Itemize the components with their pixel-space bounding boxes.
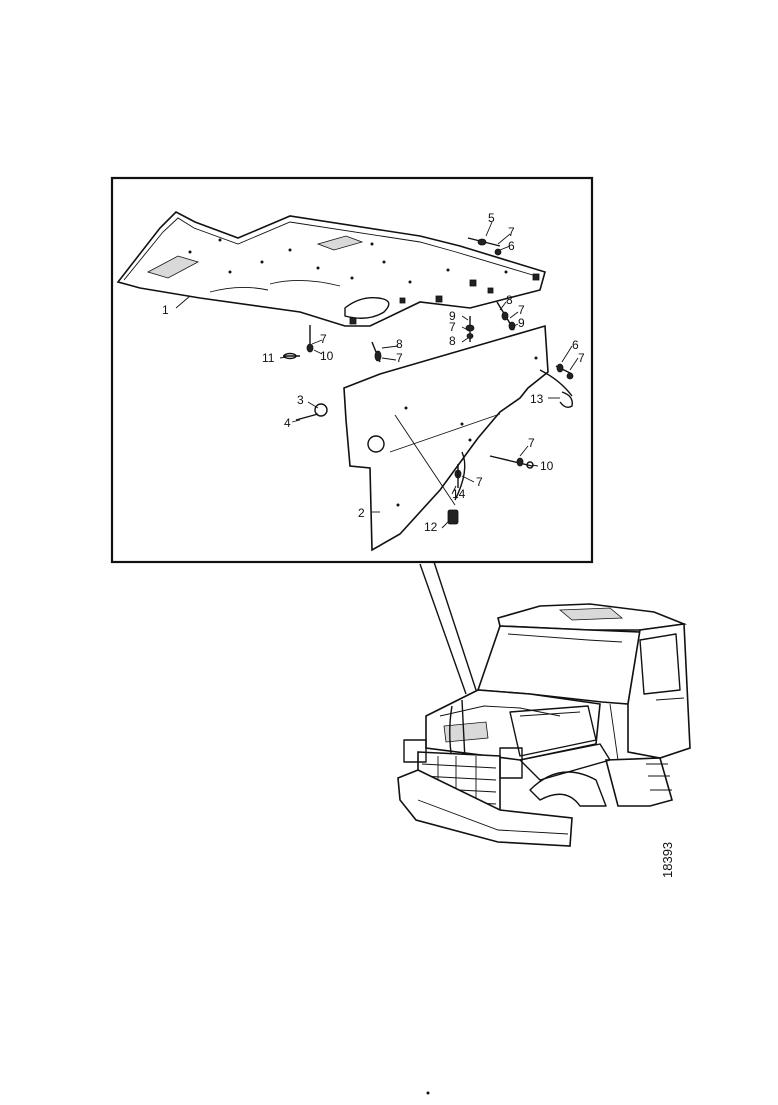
callout-7: 7 [508, 225, 515, 239]
callout-10: 10 [320, 349, 334, 363]
callout-7: 7 [320, 332, 327, 346]
callout-10: 10 [540, 459, 554, 473]
callout-7: 7 [476, 475, 483, 489]
lower-insulation-panel [343, 324, 549, 552]
truck-cab-illustration [397, 603, 691, 847]
callout-4: 4 [284, 416, 291, 430]
cable-lower [454, 451, 466, 501]
callout-7: 7 [396, 351, 403, 365]
callout-7: 7 [449, 320, 456, 334]
callout-9: 9 [449, 309, 456, 323]
callout-7: 7 [518, 303, 525, 317]
upper-insulation-panel [116, 211, 546, 327]
callout-14: 14 [452, 487, 466, 501]
callout-6: 6 [572, 338, 579, 352]
callout-11: 11 [262, 351, 275, 365]
callout-2: 2 [358, 506, 365, 520]
callout-8: 8 [396, 337, 403, 351]
callout-1: 1 [162, 303, 169, 317]
callout-8: 8 [449, 334, 456, 348]
callout-8: 8 [506, 293, 513, 307]
leader-lines [175, 221, 579, 529]
pointer-line-left [419, 563, 467, 695]
callout-7: 7 [578, 351, 585, 365]
callout-3: 3 [297, 393, 304, 407]
callout-6: 6 [508, 239, 515, 253]
page-mark [426, 1091, 430, 1095]
cable [539, 369, 573, 397]
callout-12: 12 [424, 520, 438, 534]
callout-labels: 1 2 3 4 5 7 6 7 10 11 8 7 9 7 8 8 7 9 6 … [162, 211, 585, 534]
fasteners [283, 237, 574, 525]
figure-id: 18393 [660, 842, 675, 878]
pointer-line-right [433, 561, 477, 691]
callout-13: 13 [530, 392, 544, 406]
callout-5: 5 [488, 211, 495, 225]
callout-7: 7 [528, 436, 535, 450]
callout-9: 9 [518, 316, 525, 330]
